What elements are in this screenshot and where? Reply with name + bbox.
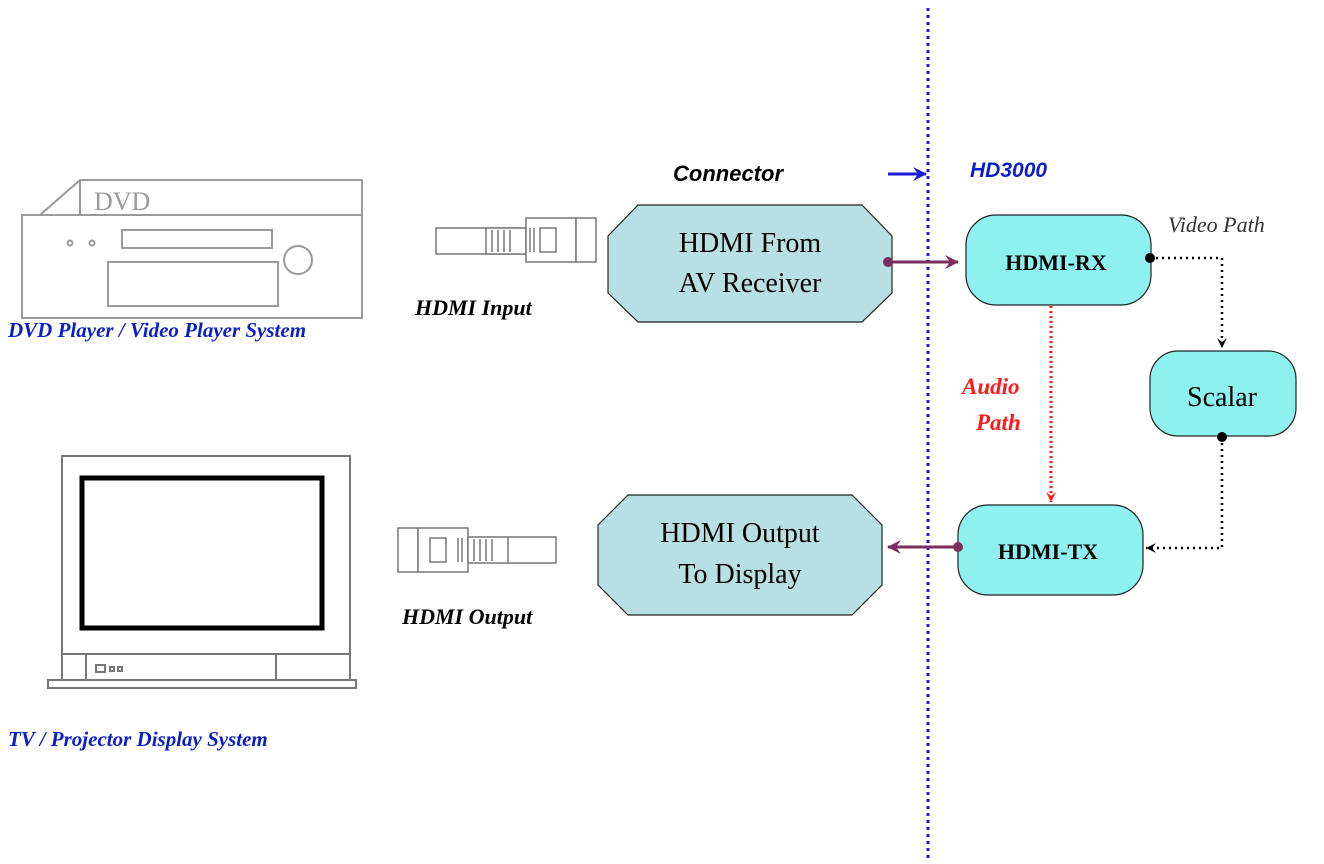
tv-caption: TV / Projector Display System — [8, 727, 268, 751]
hdmi-output-line1: HDMI Output — [660, 518, 820, 549]
hdmi-from-av-receiver-box — [607, 204, 893, 323]
video-path-scalar-dot — [1217, 432, 1227, 442]
hdmi-input-plug-icon — [435, 217, 597, 263]
hdmi-tx-label: HDMI-TX — [998, 539, 1098, 564]
video-path-rx-to-scalar — [1150, 256, 1227, 348]
dvd-caption: DVD Player / Video Player System — [7, 318, 306, 342]
tv-display-icon — [47, 455, 357, 689]
audio-path-label-line1: Audio — [960, 374, 1020, 399]
connector-label: Connector — [673, 161, 784, 186]
audio-path-label-line2: Path — [975, 410, 1021, 435]
hdmi-output-line2: To Display — [678, 559, 801, 590]
hdmi-output-label: HDMI Output — [401, 604, 533, 629]
hdmi-output-to-display-box — [597, 494, 883, 616]
hdmi-rx-label: HDMI-RX — [1005, 250, 1107, 275]
hdmi-output-plug-icon — [397, 527, 557, 573]
input-arrow-dot — [883, 257, 893, 267]
video-path-scalar-to-tx — [1146, 437, 1224, 553]
hdmi-from-line2: AV Receiver — [679, 268, 822, 299]
hd3000-label: HD3000 — [970, 159, 1047, 182]
dvd-badge: DVD — [94, 187, 150, 216]
video-path-rx-dot — [1145, 253, 1155, 263]
dvd-player-icon — [21, 179, 363, 319]
scalar-label: Scalar — [1187, 382, 1258, 413]
hdmi-input-label: HDMI Input — [414, 295, 533, 320]
video-path-label: Video Path — [1168, 212, 1265, 237]
hdmi-from-line1: HDMI From — [679, 228, 822, 259]
output-arrow-dot — [953, 542, 963, 552]
